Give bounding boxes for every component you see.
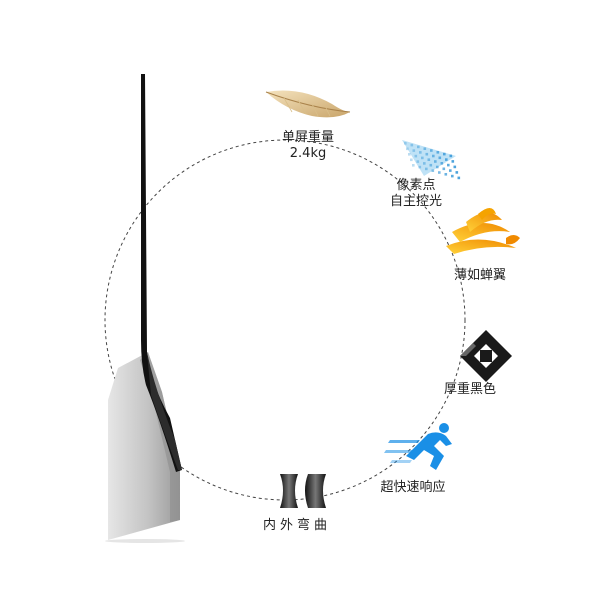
feature-label-fast: 超快速响应 bbox=[368, 480, 458, 496]
pixel-dot bbox=[418, 165, 422, 169]
pixel-dot bbox=[408, 153, 411, 156]
display-stand bbox=[105, 352, 185, 543]
feature-label-pixel: 像素点 自主控光 bbox=[376, 178, 456, 210]
pixel-dot bbox=[427, 158, 431, 161]
pixel-dot bbox=[436, 165, 439, 169]
pixel-dot bbox=[447, 163, 450, 167]
pixel-dot bbox=[416, 160, 420, 163]
pixel-dot bbox=[445, 158, 448, 161]
fast-line-1: 超快速响应 bbox=[380, 480, 446, 495]
feature-label-curve: 内外弯曲 bbox=[250, 518, 344, 534]
pixel-dot bbox=[449, 169, 452, 172]
pixel-dot bbox=[431, 169, 435, 172]
pixel-dot bbox=[417, 145, 420, 149]
pixel-dot bbox=[430, 149, 433, 152]
running-man-icon bbox=[384, 423, 452, 470]
pixel-dot bbox=[440, 162, 444, 165]
pixel-dot bbox=[425, 167, 428, 171]
pixel-dot bbox=[451, 160, 455, 163]
feature-label-black: 厚重黑色 bbox=[430, 382, 510, 398]
pixel-line-1: 像素点 bbox=[396, 178, 436, 193]
pixel-dot bbox=[449, 154, 453, 158]
pixel-dot bbox=[414, 154, 418, 158]
pixel-dot bbox=[412, 164, 415, 167]
feature-label-thin: 薄如蝉翼 bbox=[440, 268, 520, 284]
weight-value: 2.4kg bbox=[289, 146, 327, 161]
pixel-dot bbox=[444, 173, 448, 176]
thin-line-1: 薄如蝉翼 bbox=[453, 268, 506, 283]
pixel-dot bbox=[434, 160, 437, 163]
pixel-dot bbox=[423, 147, 427, 150]
pixel-dot bbox=[457, 176, 461, 180]
pixel-dot bbox=[412, 149, 416, 152]
weight-title: 单屏重量 bbox=[281, 130, 334, 145]
pixel-dot bbox=[442, 167, 446, 171]
cicada-wing-icon bbox=[446, 208, 520, 254]
curved-panels-icon bbox=[280, 474, 326, 508]
pixel-dot bbox=[453, 165, 457, 169]
pixel-dot bbox=[410, 158, 413, 162]
black-logo-icon bbox=[460, 330, 512, 382]
pixel-dot bbox=[425, 152, 429, 156]
pixel-dot bbox=[406, 147, 409, 151]
pixel-dot bbox=[410, 143, 414, 147]
pixel-dot bbox=[404, 142, 407, 145]
curve-line-1: 内外弯曲 bbox=[262, 518, 331, 533]
pixel-dot bbox=[423, 162, 426, 165]
pixel-dot bbox=[436, 151, 440, 154]
black-line-1: 厚重黑色 bbox=[443, 382, 496, 397]
feather-icon bbox=[265, 90, 351, 118]
pixel-dot bbox=[429, 163, 433, 167]
pixel-dot bbox=[419, 151, 422, 154]
pixel-dot bbox=[438, 171, 441, 174]
pixel-grid-icon bbox=[402, 140, 461, 180]
pixel-dot bbox=[421, 156, 424, 160]
pixel-line-2: 自主控光 bbox=[389, 194, 442, 209]
pixel-dot bbox=[438, 156, 442, 160]
pixel-dot bbox=[432, 154, 435, 158]
pixel-dot bbox=[451, 174, 454, 178]
oled-panel bbox=[141, 74, 182, 472]
pixel-dot bbox=[455, 171, 459, 174]
feature-label-weight: 单屏重量 2.4kg bbox=[268, 130, 348, 162]
pixel-dot bbox=[443, 152, 446, 156]
